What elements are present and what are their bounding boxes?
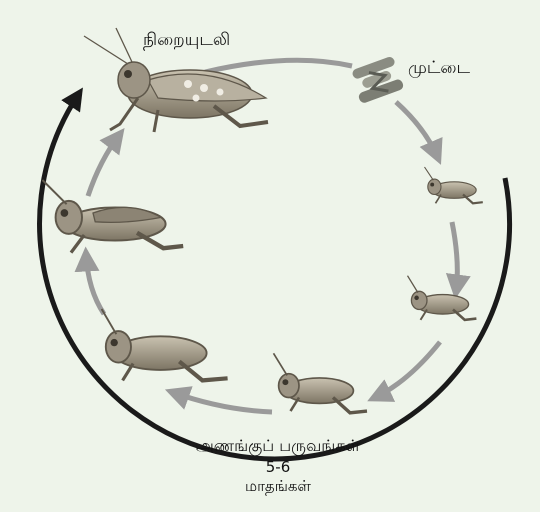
egg-cluster	[349, 56, 404, 105]
arrow-egg-to-nymph1	[396, 102, 438, 158]
nymph-stage-1	[425, 167, 483, 203]
nymph-stage-3	[274, 353, 368, 413]
duration-unit: மாதங்கள்	[178, 477, 378, 496]
arrow-nymph4-to-nymph5	[86, 254, 104, 314]
nymph-stage-4	[102, 309, 228, 380]
nymph-stage-2	[408, 276, 477, 320]
nymph-stages-label: அணங்குப் பருவங்கள்	[178, 436, 378, 457]
arrow-adult-to-egg	[205, 60, 352, 72]
duration-range: 5-6	[178, 458, 378, 477]
arrow-nymph5-to-adult	[88, 134, 120, 196]
duration-label: 5-6 மாதங்கள்	[178, 458, 378, 496]
nymph-stage-5	[42, 180, 183, 253]
arrow-nymph3-to-nymph4	[172, 392, 272, 412]
arrow-nymph1-to-nymph2	[452, 222, 457, 292]
adult-stage-label: நிறையுடலி	[143, 30, 230, 52]
egg-stage-label: முட்டை	[408, 58, 470, 80]
arrow-nymph2-to-nymph3	[374, 342, 440, 398]
